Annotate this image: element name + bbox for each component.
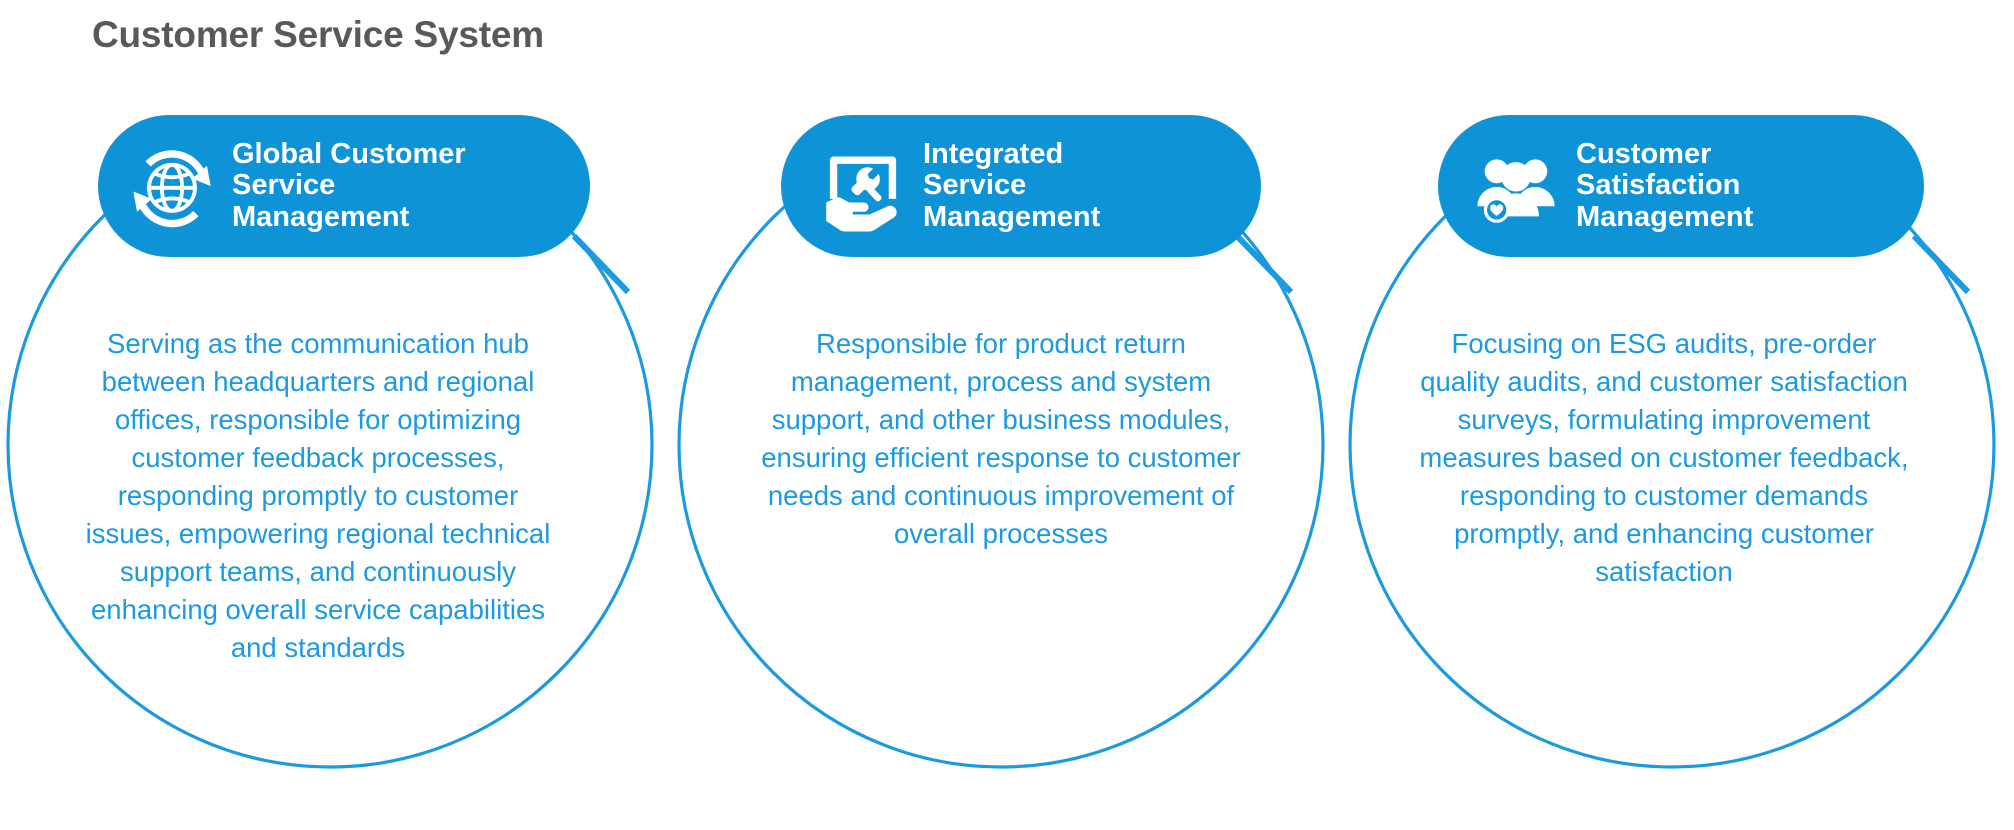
unit-header-pill-3[interactable]: Customer Satisfaction Management — [1438, 115, 1924, 257]
unit-title-3: Customer Satisfaction Management — [1576, 138, 1754, 233]
unit-title-1: Global Customer Service Management — [232, 138, 466, 233]
unit-tail-stroke — [571, 233, 631, 295]
unit-tail-stroke — [1234, 233, 1294, 295]
unit-title-2: Integrated Service Management — [923, 138, 1101, 233]
unit-description-1: Serving as the communication hub between… — [85, 328, 551, 663]
page-title: Customer Service System — [92, 14, 544, 55]
unit-header-pill-2[interactable]: Integrated Service Management — [781, 115, 1261, 257]
unit-description-3: Focusing on ESG audits, pre-order qualit… — [1419, 328, 1909, 587]
unit-integrated-service-management: Integrated Service Management Responsibl… — [671, 0, 1343, 830]
globe-refresh-icon — [124, 138, 220, 234]
unit-customer-satisfaction-management: Customer Satisfaction Management Focusin… — [1342, 0, 2014, 830]
unit-header-pill-1[interactable]: Global Customer Service Management — [98, 115, 590, 257]
unit-description-2: Responsible for product return managemen… — [761, 328, 1241, 549]
unit-tail-stroke — [1911, 233, 1971, 295]
people-heart-icon — [1468, 138, 1564, 234]
screen-wrench-hand-icon — [815, 138, 911, 234]
unit-global-customer-service-management: Global Customer Service Management Servi… — [0, 0, 672, 830]
